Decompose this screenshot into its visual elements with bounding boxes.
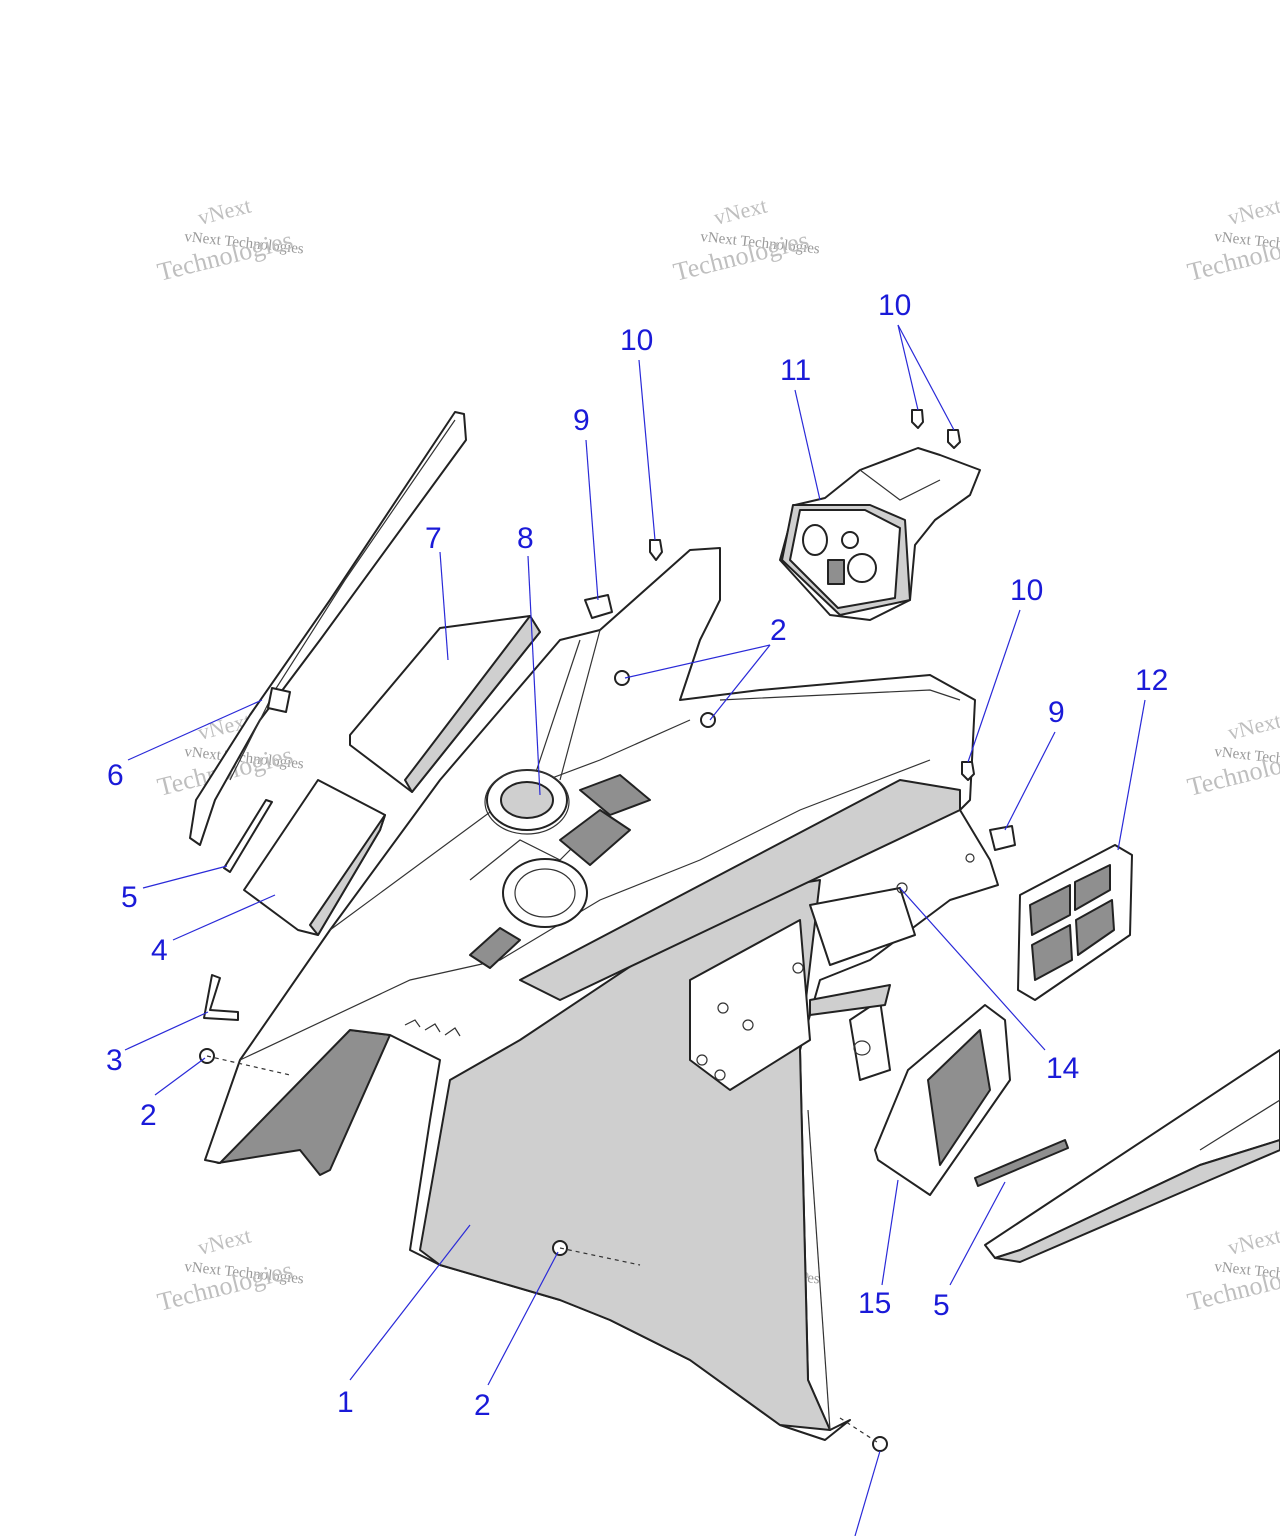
part-12-vent-grille: [1017, 844, 1133, 1001]
part-1-console-body: [204, 547, 999, 1441]
callout-6: 6: [107, 759, 124, 792]
part-8-cup-ring: [484, 769, 570, 835]
callout-5-b: 5: [933, 1289, 950, 1322]
callout-2-a: 2: [770, 614, 787, 647]
callout-10-b: 10: [878, 289, 911, 322]
leader-lines: [124, 324, 1146, 1536]
callout-9-a: 9: [573, 404, 590, 437]
callout-4: 4: [151, 934, 168, 967]
callout-5-a: 5: [121, 881, 138, 914]
callout-9-b: 9: [1048, 696, 1065, 729]
callout-1: 1: [337, 1386, 354, 1419]
assembly-lines: [206, 1055, 881, 1445]
callout-11: 11: [780, 354, 811, 387]
part-5-rod-left: [223, 799, 273, 873]
part-7-panel: [349, 615, 541, 793]
svg-text:vNext: vNext: [1225, 1223, 1280, 1260]
callout-8: 8: [517, 522, 534, 555]
watermark: vNext vNext Technologies Technologies: [1184, 708, 1280, 802]
svg-text:vNext: vNext: [195, 193, 253, 230]
svg-text:vNext: vNext: [1225, 708, 1280, 745]
part-5-rod-right: [974, 1139, 1069, 1187]
callout-15: 15: [858, 1287, 891, 1320]
callout-2-c: 2: [474, 1389, 491, 1422]
callout-14: 14: [1046, 1052, 1079, 1085]
callout-labels: 10 10 10 11 9 9 7 8 2 6 5 4 3 2 12 14 15…: [106, 289, 1168, 1422]
part-6-trim-strip: [189, 411, 467, 846]
callout-12: 12: [1135, 664, 1168, 697]
callout-10-a: 10: [620, 324, 653, 357]
fasteners: [199, 409, 1016, 1452]
part-11-switch-panel: [779, 447, 981, 621]
svg-text:vNext: vNext: [195, 1223, 253, 1260]
svg-text:vNext: vNext: [1225, 193, 1280, 230]
watermark: vNext vNext Technologies Technologies: [154, 193, 304, 287]
callout-3: 3: [106, 1044, 123, 1077]
callout-10-c: 10: [1010, 574, 1043, 607]
callout-2-b: 2: [140, 1099, 157, 1132]
svg-text:vNext: vNext: [711, 193, 769, 230]
watermark: vNext vNext Technologies Technologies: [1184, 193, 1280, 287]
watermark: vNext vNext Technologies Technologies: [154, 1223, 304, 1317]
callout-7: 7: [425, 522, 442, 555]
watermark: vNext vNext Technologies Technologies: [1184, 1223, 1280, 1317]
side-trim-panel: [984, 1049, 1280, 1263]
part-3-clip: [203, 974, 239, 1021]
part-15-vent-bezel: [874, 1004, 1011, 1196]
part-4-panel: [243, 779, 386, 936]
watermark: vNext vNext Technologies Technologies: [670, 193, 820, 287]
